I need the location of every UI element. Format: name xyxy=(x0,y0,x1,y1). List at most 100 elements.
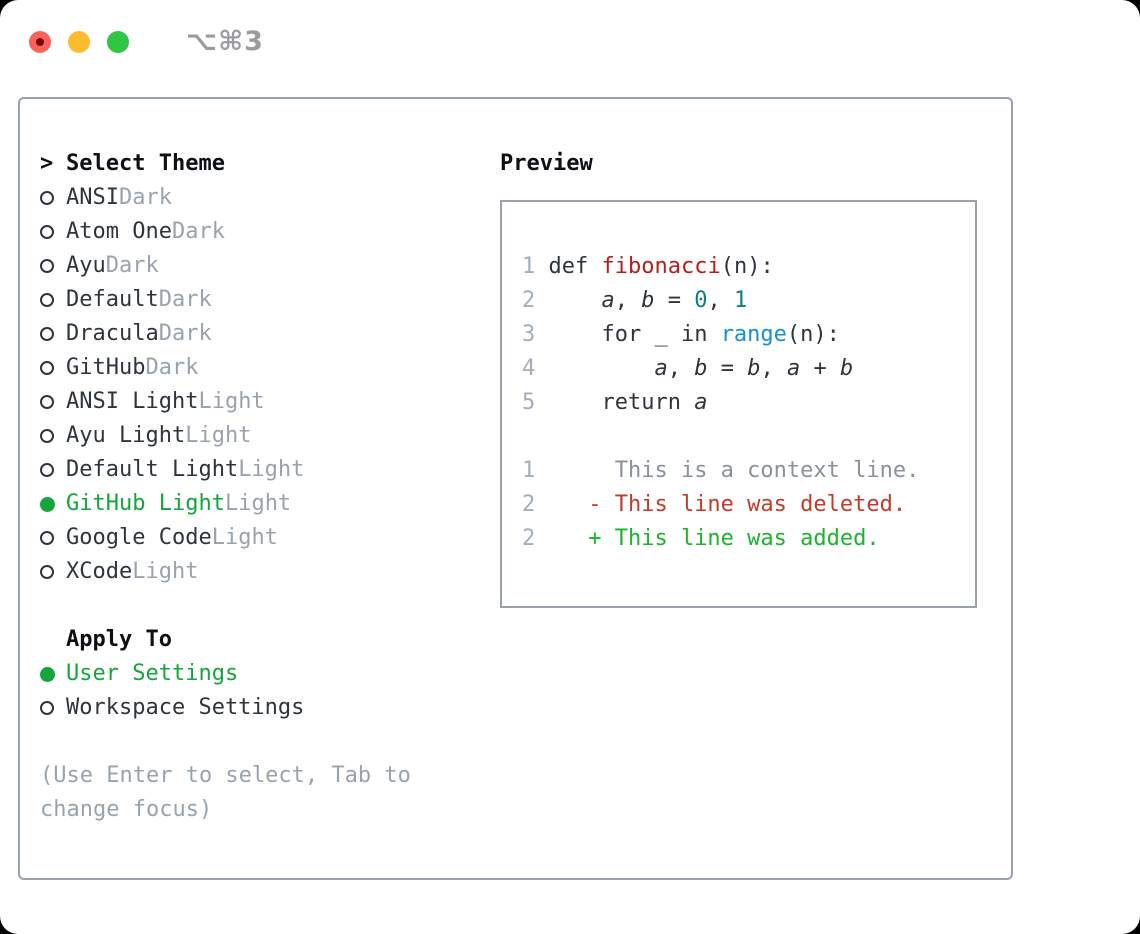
code-token: a xyxy=(694,390,708,415)
preview-title: Preview xyxy=(500,151,593,176)
line-number: 2 xyxy=(522,288,549,313)
option-label: Default Light xyxy=(66,457,239,482)
option-variant-label: Light xyxy=(224,491,292,516)
select-theme-title: Select Theme xyxy=(66,151,225,176)
option-variant-label: Light xyxy=(238,457,305,482)
option-variant-label: Dark xyxy=(158,287,212,312)
code-line: 3 for _ in range(n): xyxy=(522,318,959,352)
option-variant-label: Light xyxy=(211,525,278,550)
code-token: a xyxy=(654,356,668,381)
code-token: b xyxy=(839,356,854,381)
line-number: 4 xyxy=(522,356,549,381)
unsaved-dot-icon xyxy=(36,37,44,46)
option-variant-label: Dark xyxy=(145,355,199,380)
line-number: 2 xyxy=(522,526,536,551)
code-token: (n): xyxy=(720,254,774,279)
option-label: User Settings xyxy=(66,661,239,686)
diff-sample: 1 This is a context line.2 - This line w… xyxy=(522,454,959,556)
radio-icon xyxy=(40,429,66,443)
option-label: GitHub xyxy=(66,355,146,380)
hollow-dot-icon xyxy=(40,361,54,375)
code-token: + xyxy=(800,356,840,381)
theme-option[interactable]: Ayu Dark xyxy=(40,249,470,283)
code-token: b xyxy=(641,288,655,313)
theme-option[interactable]: Default Light Light xyxy=(40,453,470,487)
cursor-icon: > xyxy=(40,151,54,176)
theme-option[interactable]: Dracula Dark xyxy=(40,317,470,351)
radio-selected-icon xyxy=(40,666,66,682)
zoom-button[interactable] xyxy=(107,30,129,53)
theme-option[interactable]: Atom One Dark xyxy=(40,215,470,249)
apply-to-option[interactable]: Workspace Settings xyxy=(40,691,470,725)
code-token: for _ in xyxy=(548,322,721,347)
code-token: b xyxy=(694,356,708,381)
diff-text: + This line was added. xyxy=(535,526,880,551)
help-text: (Use Enter to select, Tab to change focu… xyxy=(40,763,411,822)
hollow-dot-icon xyxy=(40,191,54,205)
radio-icon xyxy=(40,327,66,341)
line-number: 1 xyxy=(522,458,536,483)
radio-icon xyxy=(40,259,66,273)
hollow-dot-icon xyxy=(40,395,54,409)
option-label: Dracula xyxy=(66,321,159,346)
filled-dot-icon xyxy=(40,496,55,512)
radio-icon xyxy=(40,531,66,545)
option-label: ANSI xyxy=(66,185,119,210)
filled-dot-icon xyxy=(40,666,55,682)
code-token: 1 xyxy=(733,288,748,313)
option-label: Ayu xyxy=(66,253,106,278)
theme-option[interactable]: ANSI Light Light xyxy=(40,385,470,419)
theme-option[interactable]: Default Dark xyxy=(40,283,470,317)
radio-icon xyxy=(40,293,66,307)
hollow-dot-icon xyxy=(40,259,54,273)
option-label: GitHub Light xyxy=(66,491,225,516)
radio-icon xyxy=(40,225,66,239)
option-variant-label: Light xyxy=(185,423,252,448)
diff-text: This is a context line. xyxy=(535,458,920,483)
select-theme-header: > Select Theme xyxy=(40,147,470,181)
code-line: 1 def fibonacci(n): xyxy=(522,250,959,284)
option-label: Google Code xyxy=(66,525,212,550)
code-token: , xyxy=(614,288,642,313)
theme-option[interactable]: Ayu Light Light xyxy=(40,419,470,453)
option-label: Default xyxy=(66,287,159,312)
option-variant-label: Dark xyxy=(118,185,172,210)
option-label: ANSI Light xyxy=(66,389,199,414)
apply-to-option[interactable]: User Settings xyxy=(40,657,470,691)
code-token: range xyxy=(720,322,787,347)
minimize-button[interactable] xyxy=(68,30,90,53)
code-token: , xyxy=(760,356,787,381)
code-token: a xyxy=(786,356,801,381)
hollow-dot-icon xyxy=(40,429,54,443)
option-label: XCode xyxy=(66,559,133,584)
code-token: = xyxy=(707,356,748,381)
theme-option[interactable]: Google Code Light xyxy=(40,521,470,555)
line-number: 5 xyxy=(522,390,549,415)
theme-option[interactable]: XCode Light xyxy=(40,555,470,589)
diff-line: 2 + This line was added. xyxy=(522,522,959,556)
theme-option[interactable]: GitHub Light Light xyxy=(40,487,470,521)
option-label: Atom One xyxy=(66,219,172,244)
radio-icon xyxy=(40,191,66,205)
window-title: ⌥⌘3 xyxy=(186,26,264,57)
apply-to-header: Apply To xyxy=(40,623,470,657)
titlebar: ⌥⌘3 xyxy=(29,26,264,57)
theme-option[interactable]: GitHub Dark xyxy=(40,351,470,385)
option-variant-label: Dark xyxy=(158,321,212,346)
close-button[interactable] xyxy=(29,30,51,53)
hollow-dot-icon xyxy=(40,225,54,239)
diff-line: 1 This is a context line. xyxy=(522,454,959,488)
hollow-dot-icon xyxy=(40,565,54,579)
hollow-dot-icon xyxy=(40,701,54,715)
option-variant-label: Light xyxy=(198,389,265,414)
code-token: = xyxy=(654,288,695,313)
radio-icon xyxy=(40,361,66,375)
code-token: , xyxy=(667,356,695,381)
radio-icon xyxy=(40,565,66,579)
theme-option[interactable]: ANSI Dark xyxy=(40,181,470,215)
